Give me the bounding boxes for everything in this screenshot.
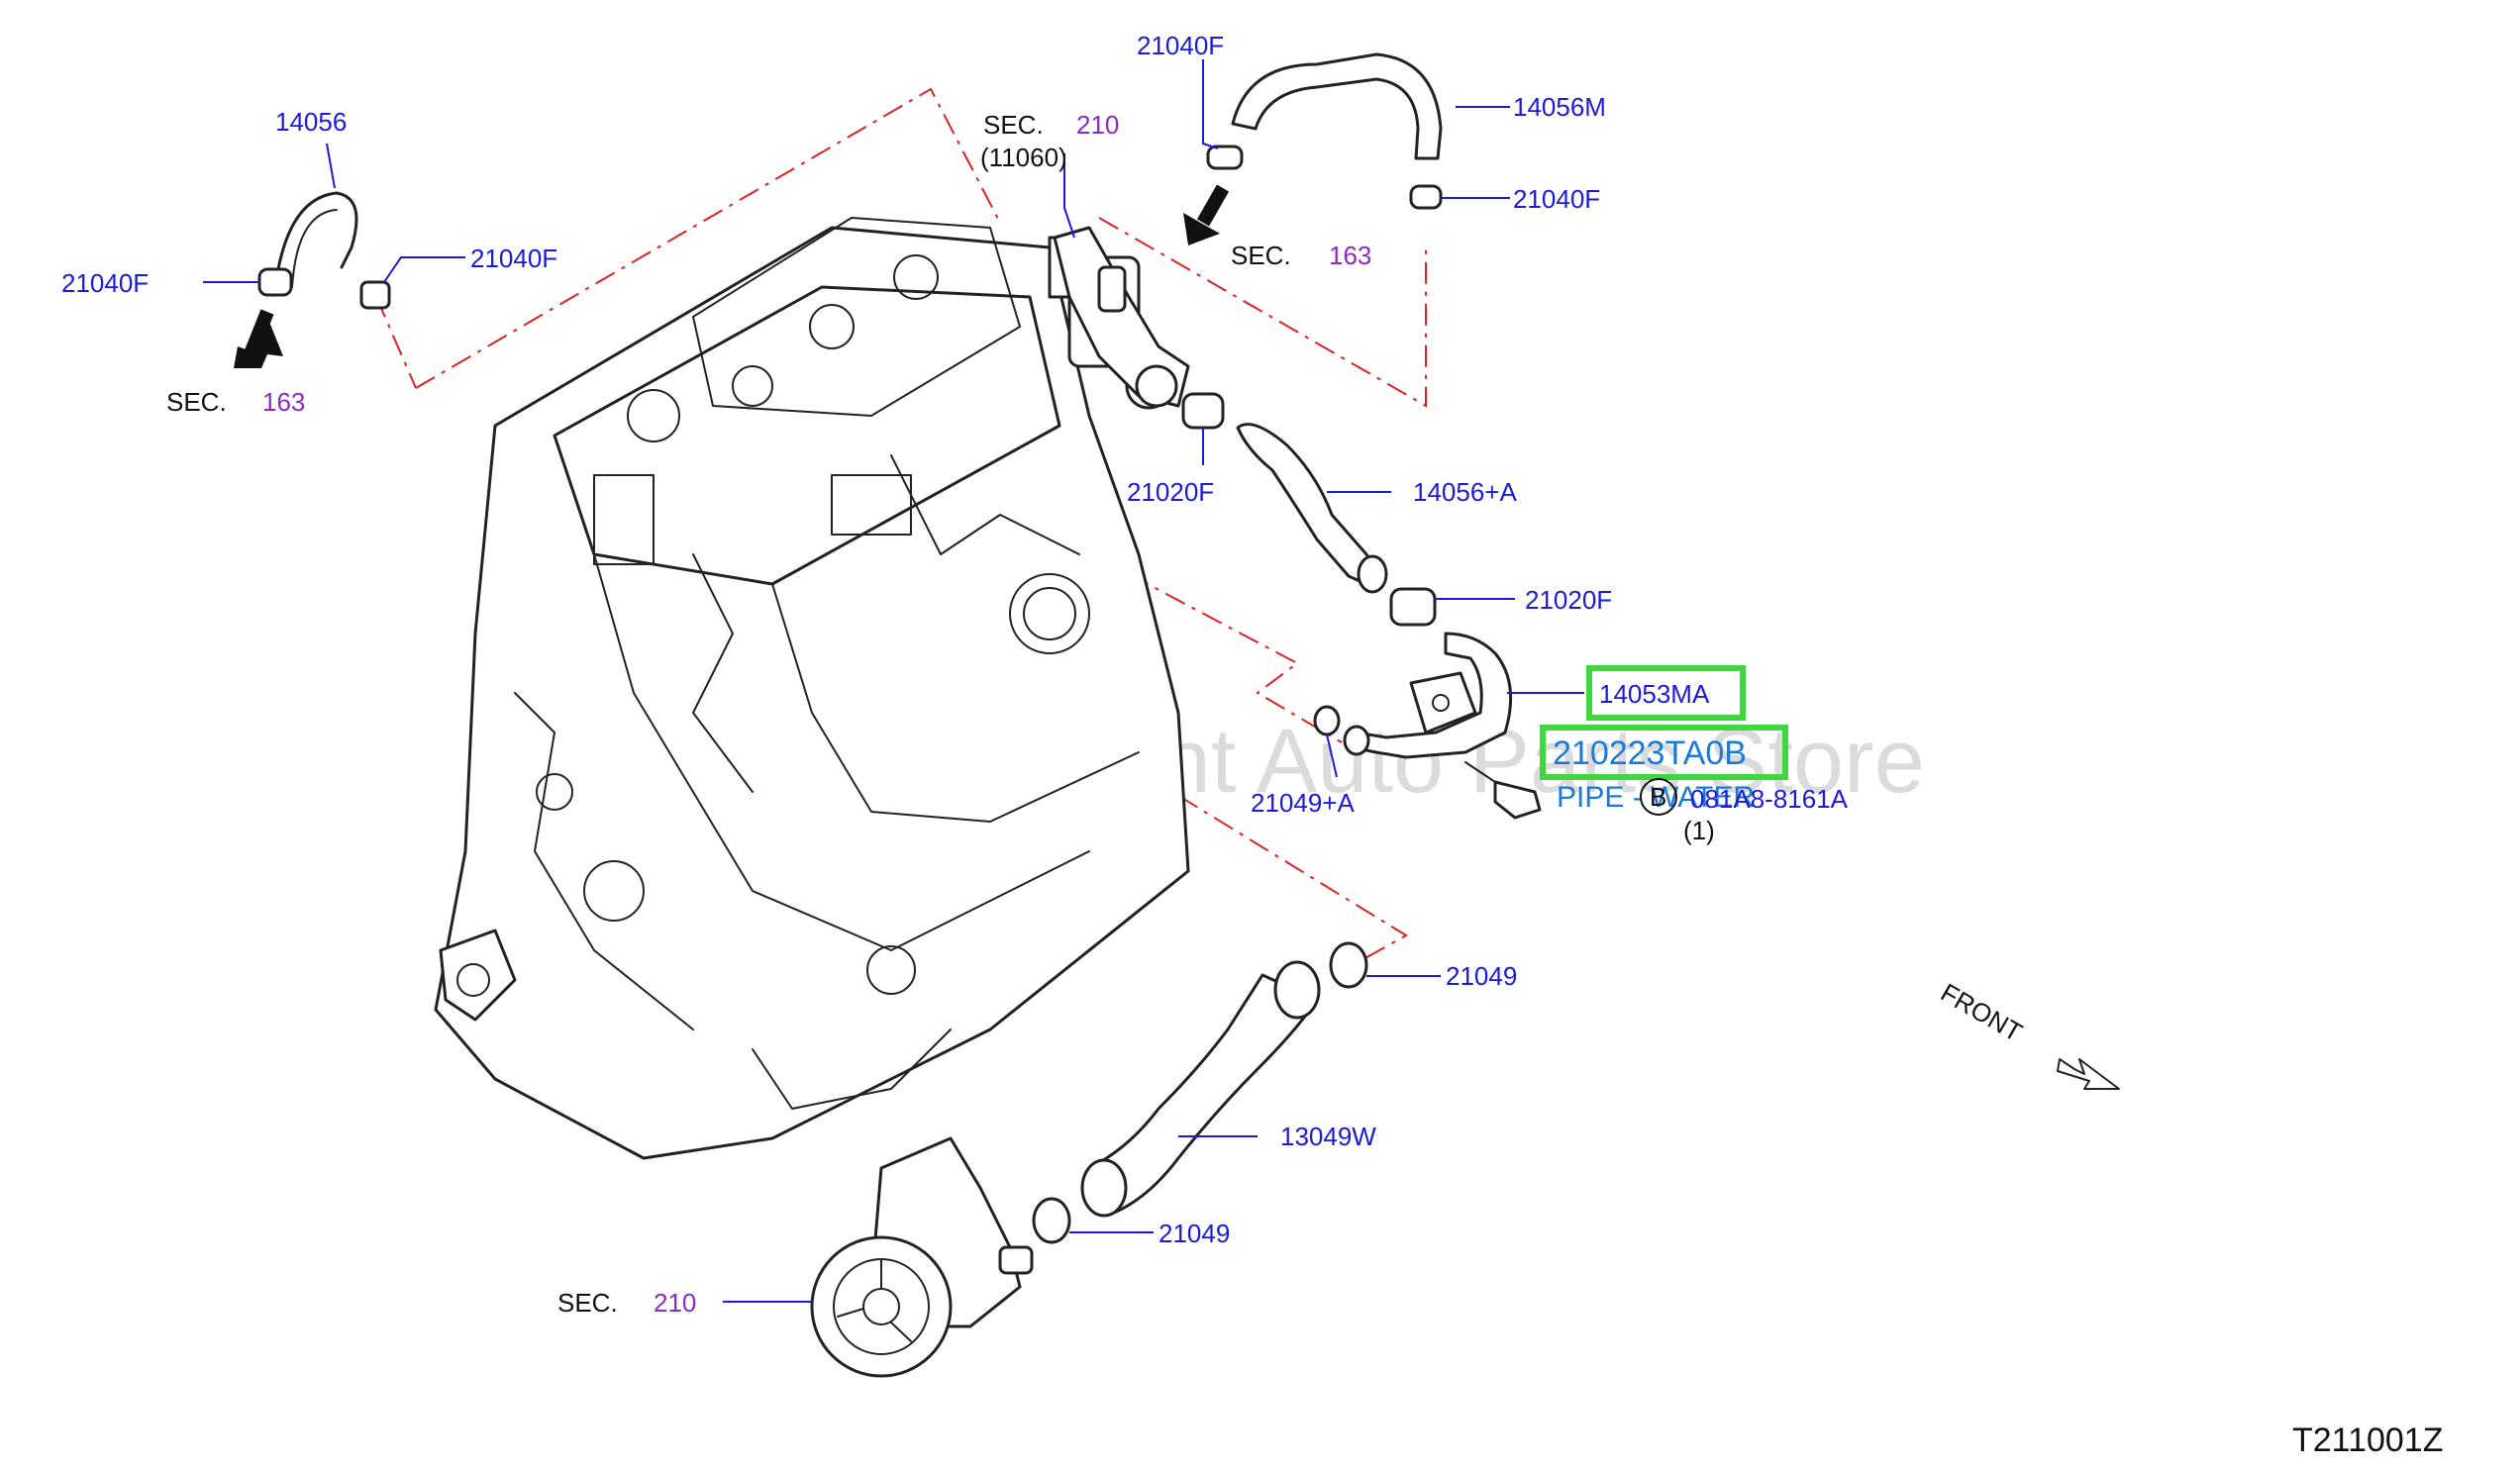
water-pump: [810, 1136, 1034, 1378]
clamp-21040f-left1: [257, 267, 293, 297]
engine-block: [434, 217, 1190, 1160]
label-21040f-left2[interactable]: 21040F: [470, 244, 557, 273]
label-13049w[interactable]: 13049W: [1280, 1122, 1376, 1151]
b-mark-circle: [1640, 778, 1677, 816]
sec-163-right: SEC.: [1231, 241, 1291, 270]
pipe-water-14053ma: [1350, 632, 1513, 759]
clamp-21040f-right: [1409, 184, 1443, 210]
label-21040f-left1[interactable]: 21040F: [61, 268, 149, 298]
clamp-21040f-top: [1206, 145, 1244, 170]
water-inlet-13049w: [1080, 960, 1321, 1218]
label-21040f-right[interactable]: 21040F: [1513, 184, 1600, 214]
bolt: [1464, 761, 1542, 820]
label-14056a[interactable]: 14056+A: [1413, 477, 1517, 507]
sec-163-right-number[interactable]: 163: [1329, 241, 1371, 270]
label-21049a[interactable]: 21049+A: [1251, 788, 1355, 818]
label-14056m[interactable]: 14056M: [1513, 92, 1606, 122]
sec-163-left: SEC.: [166, 387, 227, 417]
oring-21049-1: [1329, 941, 1368, 989]
label-pipe-water: PIPE - WATER: [1557, 781, 1755, 814]
connector-pipe: [1343, 725, 1370, 756]
bolt-qty: (1): [1683, 816, 1715, 845]
clamp-21020f-1: [1181, 392, 1225, 430]
clamp-21040f-left2: [359, 280, 391, 310]
sec-210-top: SEC.: [983, 110, 1044, 140]
hose-14056m: [1231, 52, 1443, 160]
label-14053ma[interactable]: 14053MA: [1599, 679, 1710, 709]
front-arrow: [2057, 1058, 2120, 1090]
arrow-down-left-1: [234, 309, 283, 368]
oring-21049a: [1313, 705, 1341, 736]
sec-163-left-number[interactable]: 163: [262, 387, 305, 417]
label-14056[interactable]: 14056: [275, 107, 347, 137]
label-21049-2[interactable]: 21049: [1159, 1219, 1230, 1248]
highlight-210223ta0b: [1540, 725, 1788, 780]
hose-14056a: [1236, 423, 1388, 594]
sec-210-bottom-number[interactable]: 210: [654, 1288, 696, 1318]
front-label: FRONT: [1936, 977, 2028, 1047]
arrow-down-left-2: [1183, 184, 1230, 245]
sec-210-bottom: SEC.: [557, 1288, 618, 1318]
b-mark: B: [1650, 782, 1666, 812]
label-21020f-2[interactable]: 21020F: [1525, 585, 1612, 615]
clamp-21020f-2: [1389, 587, 1437, 627]
diagram-code: T211001Z: [2292, 1421, 2443, 1459]
leader-lines: [203, 59, 1584, 1303]
label-210223ta0b[interactable]: 210223TA0B: [1553, 734, 1747, 772]
label-21049-1[interactable]: 21049: [1446, 961, 1517, 991]
label-21020f-1[interactable]: 21020F: [1127, 477, 1214, 507]
sec-210-top-number[interactable]: 210: [1076, 110, 1119, 140]
highlight-14053ma: [1586, 665, 1746, 721]
hose-14056: [273, 191, 358, 289]
label-21040f-top[interactable]: 21040F: [1137, 31, 1224, 60]
oring-21049-2: [1032, 1197, 1071, 1244]
label-bolt-pn[interactable]: 081A8-8161A: [1690, 784, 1849, 814]
thermostat-housing: [1053, 226, 1190, 408]
sec-210-top-sub: (11060): [980, 143, 1067, 172]
